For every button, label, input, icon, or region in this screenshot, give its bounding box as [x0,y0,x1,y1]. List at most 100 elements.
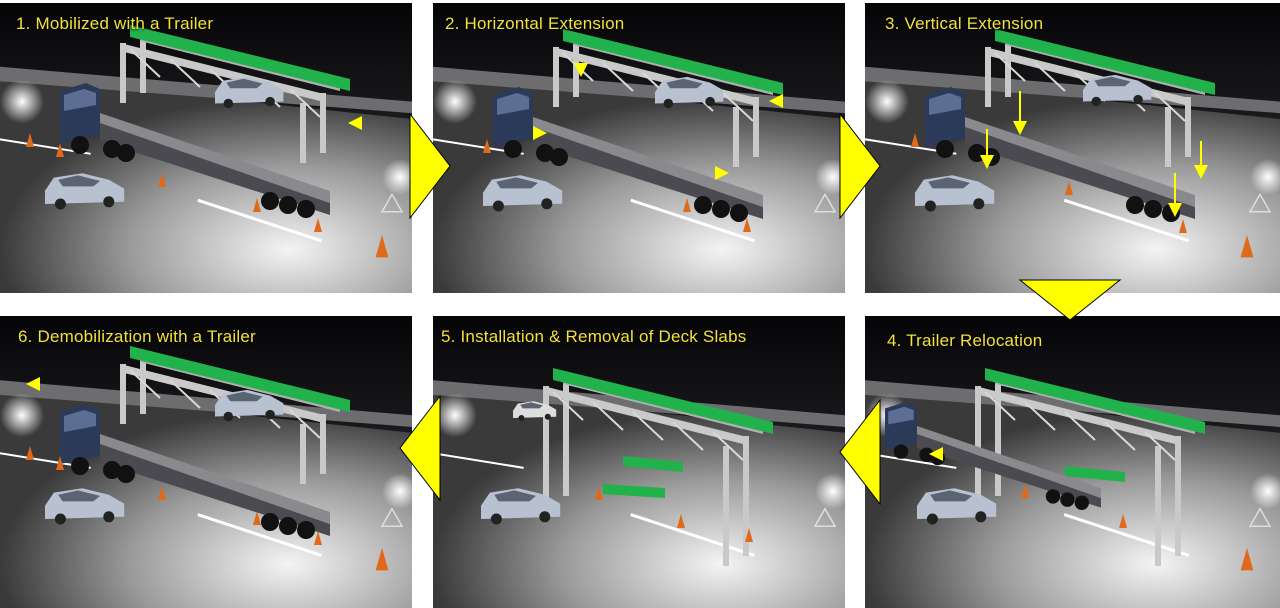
step-title-1: 1. Mobilized with a Trailer [16,14,214,33]
triangle-arrow-left-icon [399,394,441,502]
car [483,175,563,212]
step-panel-5: 5. Installation & Removal of Deck Slabs [433,316,845,608]
traffic-cone [1021,484,1029,498]
motion-arrow-icon [26,377,40,391]
deck-slab-beam [1065,466,1125,482]
traffic-cone [1065,181,1073,195]
triangle-arrow-right-icon [409,112,451,220]
step-title-5: 5. Installation & Removal of Deck Slabs [441,327,747,346]
traffic-cone [26,446,34,460]
deck-slab-beam [603,484,665,498]
traffic-cone [158,173,166,187]
car [215,389,284,422]
car [917,488,997,525]
scene-vertical-extension [865,3,1280,293]
car [215,76,284,109]
step-panel-6: 6. Demobilization with a Trailer [0,316,412,608]
traffic-cone [56,456,64,470]
traffic-cone [595,486,603,500]
motion-arrow-icon [1194,165,1208,179]
warning-sign [1248,507,1272,527]
lane-marking [197,198,322,243]
traffic-cone [1240,235,1254,258]
motion-arrow-icon [980,155,994,169]
motion-arrow-icon [574,63,588,77]
traffic-cone [314,218,322,232]
traffic-cone [911,133,919,147]
scene-mobilized-trailer [0,3,412,293]
lane-marking [630,198,755,243]
lane-marking [1063,198,1190,243]
lane-marking [433,452,524,469]
car [513,401,557,421]
traffic-cone [56,143,64,157]
step-panel-2: 2. Horizontal Extension [433,3,845,293]
truck-trailer [60,25,350,218]
gantry-frame [543,368,773,566]
warning-sign [813,192,837,213]
street-light-glow [433,393,477,438]
traffic-cone [26,133,34,147]
street-light-glow [382,159,412,195]
street-light-glow [433,79,477,124]
deck-slab-beam [985,368,1205,434]
warning-sign [380,507,404,527]
street-light-glow [382,473,412,510]
motion-arrow-icon [348,116,362,130]
car [915,175,995,212]
deck-slab-beam [995,29,1215,95]
traffic-cone [253,511,261,525]
car [45,488,125,525]
motion-arrow-icon [715,166,729,180]
traffic-cone [253,198,261,212]
traffic-cone [158,486,166,500]
motion-arrow-icon [769,94,783,108]
scene-trailer-relocation [865,316,1280,608]
deck-slab-beam [553,368,773,434]
step-title-4: 4. Trailer Relocation [887,331,1043,350]
motion-arrow-icon [1013,121,1027,135]
step-title-2: 2. Horizontal Extension [445,14,625,33]
step-title-6: 6. Demobilization with a Trailer [18,327,256,346]
warning-sign [1248,192,1272,213]
lane-marking [630,513,755,557]
street-light-glow [815,473,845,510]
car [481,488,561,525]
deck-slab-beam [130,25,350,91]
warning-sign [813,507,837,527]
deck-slab-beam [563,29,783,95]
street-light-glow [1250,159,1280,195]
step-title-3: 3. Vertical Extension [885,14,1044,33]
motion-arrow-icon [1168,203,1182,217]
traffic-cone [314,531,322,545]
deck-slab-beam [623,456,683,472]
traffic-cone [1179,219,1187,233]
gantry-frame [975,368,1205,566]
street-light-glow [0,393,44,438]
traffic-cone [483,139,491,153]
scene-deck-slab-installation [433,316,845,608]
motion-arrow-icon [929,447,943,461]
traffic-cone [1119,514,1127,528]
traffic-cone [743,218,751,232]
traffic-cone [683,198,691,212]
street-light-glow [0,79,44,124]
motion-arrow-icon [533,126,547,140]
traffic-cone [745,528,753,542]
traffic-cone [375,548,389,571]
triangle-arrow-right-icon [839,112,881,220]
step-panel-4: 4. Trailer Relocation [865,316,1280,608]
truck-trailer [60,346,350,539]
step-panel-1: 1. Mobilized with a Trailer [0,3,412,293]
street-light-glow [815,159,845,195]
traffic-cone [375,235,389,258]
street-light-glow [1250,473,1280,510]
scene-horizontal-extension [433,3,845,293]
deck-slab-beam [130,346,350,412]
step-panel-3: 3. Vertical Extension [865,3,1280,293]
truck-trailer [885,402,1101,510]
traffic-cone [1240,548,1254,571]
scene-demobilization-trailer [0,316,412,608]
triangle-arrow-left-icon [839,398,881,506]
warning-sign [380,192,404,213]
